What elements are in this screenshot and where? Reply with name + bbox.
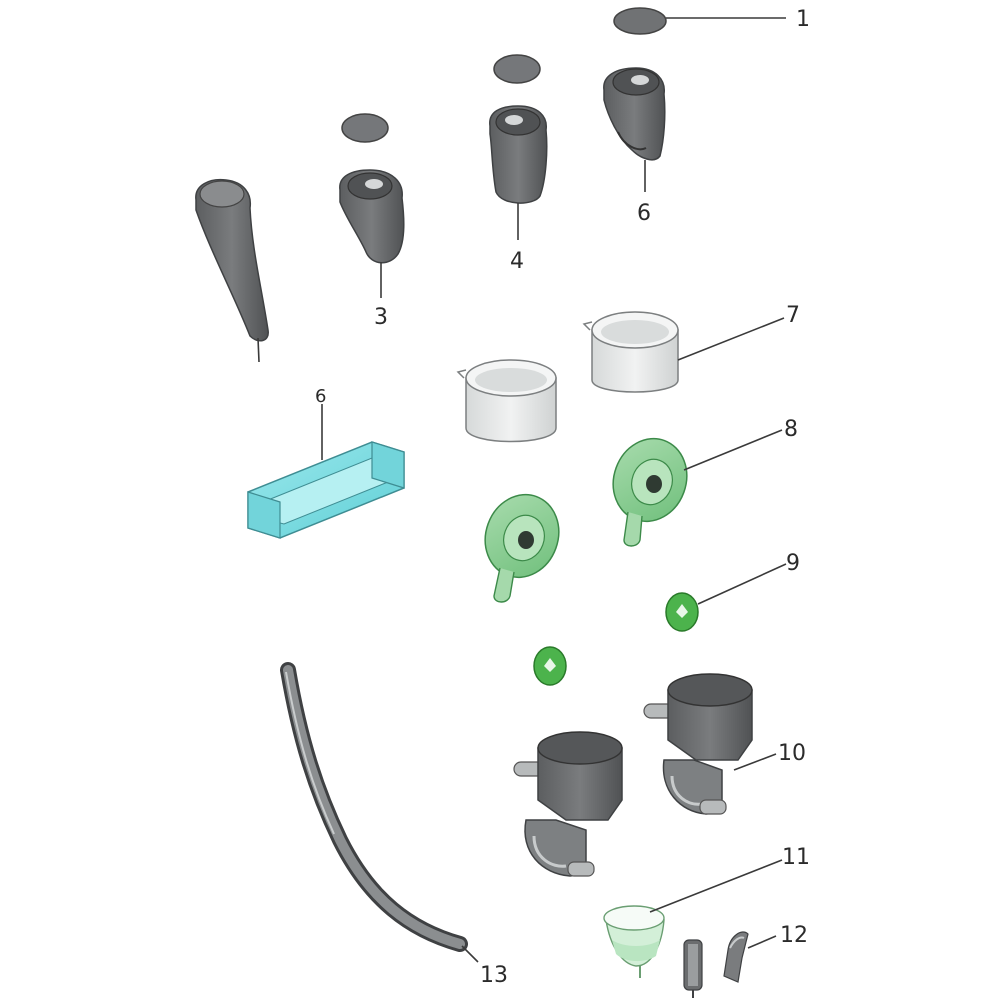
pump-housing-part-10-left [513, 731, 623, 877]
cup-part-7-small [456, 359, 557, 443]
callout-label: 3 [374, 305, 388, 330]
leader-lines [461, 17, 787, 963]
long-handle-part [195, 178, 269, 363]
small-valve-part-9-left [533, 646, 567, 686]
tube-part-13 [280, 662, 468, 952]
fitting-part-12-straight [683, 939, 703, 998]
callout-label: 11 [782, 845, 810, 870]
small-valve-part-9-right [665, 592, 699, 632]
seal-disc-small [493, 54, 541, 84]
callout-label: 13 [480, 963, 508, 988]
valve-plate-part-8-right [612, 437, 688, 547]
tray-part-6 [247, 404, 405, 539]
callout-label: 6 [315, 386, 326, 407]
callout-label: 12 [780, 923, 808, 948]
callout-label: 7 [786, 303, 800, 328]
callout-label: 10 [778, 741, 806, 766]
callout-label: 8 [784, 417, 798, 442]
cup-part-7-large [582, 311, 679, 393]
valve-plate-part-8-left [484, 493, 560, 603]
callout-label: 4 [510, 249, 524, 274]
handle-part-3 [339, 169, 405, 298]
callout-label: 6 [637, 201, 651, 226]
seal-disc-part-1 [613, 7, 667, 35]
pump-housing-part-10-right [643, 673, 753, 815]
callout-label: 9 [786, 551, 800, 576]
callout-label: 1 [796, 7, 810, 32]
handle-part-4 [489, 105, 548, 240]
fitting-part-12-elbow [723, 931, 749, 983]
small-cup-part-11 [603, 905, 665, 978]
seal-disc-small [341, 113, 389, 143]
handle-part-6 [603, 67, 666, 192]
